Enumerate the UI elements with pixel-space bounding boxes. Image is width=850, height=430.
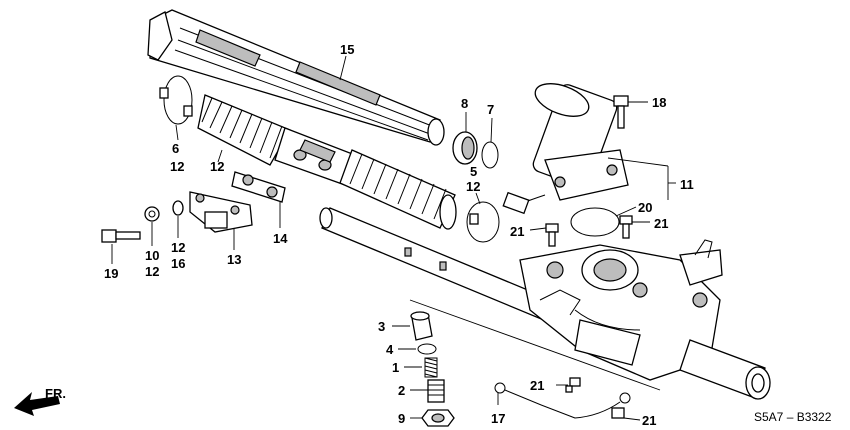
callout-21-b: 21 <box>654 216 668 231</box>
callout-18: 18 <box>652 95 666 110</box>
assist-motor <box>532 83 629 201</box>
callout-14: 14 <box>273 231 288 246</box>
callout-9: 9 <box>398 411 405 426</box>
callout-3: 3 <box>378 319 385 334</box>
callout-16: 16 <box>171 256 185 271</box>
circlip <box>481 141 499 169</box>
rack-guide <box>410 311 433 341</box>
washer-16 <box>172 200 184 216</box>
callout-10: 10 <box>145 248 159 263</box>
mount-bracket <box>189 191 253 233</box>
callout-12-b: 12 <box>210 159 224 174</box>
bolt-21-b <box>619 215 633 239</box>
callout-12-e: 12 <box>171 240 185 255</box>
callout-21-a: 21 <box>510 224 524 239</box>
ground-wire <box>494 382 631 419</box>
callout-13: 13 <box>227 252 241 267</box>
guide-spring <box>424 357 438 378</box>
bolt-21-d <box>611 407 625 419</box>
boot-clamp-left <box>159 75 193 125</box>
rack-bushing <box>452 131 478 165</box>
callout-11: 11 <box>680 177 694 192</box>
callout-15: 15 <box>340 42 354 57</box>
callout-21-d: 21 <box>642 413 656 428</box>
callout-2: 2 <box>398 383 405 398</box>
callout-17: 17 <box>491 411 505 426</box>
callout-12-c: 12 <box>466 179 480 194</box>
bolt-19 <box>101 229 141 243</box>
callout-7: 7 <box>487 102 494 117</box>
bolt-21-a <box>545 223 559 247</box>
callout-12-a: 12 <box>170 159 184 174</box>
guide-o-ring <box>417 343 437 355</box>
callout-19: 19 <box>104 266 118 281</box>
callout-12-d: 12 <box>145 264 159 279</box>
boot-clamp-right <box>466 201 500 243</box>
steering-boot-left <box>197 94 291 166</box>
diagram-code: S5A7 – B3322 <box>754 410 832 424</box>
front-marker: FR. <box>45 386 66 401</box>
o-ring <box>570 207 620 237</box>
callout-8: 8 <box>461 96 468 111</box>
callout-4: 4 <box>386 342 394 357</box>
callout-1: 1 <box>392 360 399 375</box>
callout-5: 5 <box>470 164 477 179</box>
mount-cushion <box>231 171 286 203</box>
steering-boot-right <box>339 149 457 230</box>
callout-20: 20 <box>638 200 652 215</box>
callout-21-c: 21 <box>530 378 544 393</box>
bolt-21-c <box>565 377 581 393</box>
guide-screw <box>427 379 445 403</box>
lock-nut <box>421 409 455 427</box>
motor-connector <box>502 191 546 215</box>
rack-center-section <box>274 127 356 186</box>
bolt-18 <box>613 95 629 129</box>
front-arrow-icon <box>14 392 60 416</box>
rack-housing-tube <box>147 9 445 146</box>
callout-6: 6 <box>172 141 179 156</box>
washer-10 <box>144 206 160 222</box>
gear-housing <box>519 239 771 400</box>
